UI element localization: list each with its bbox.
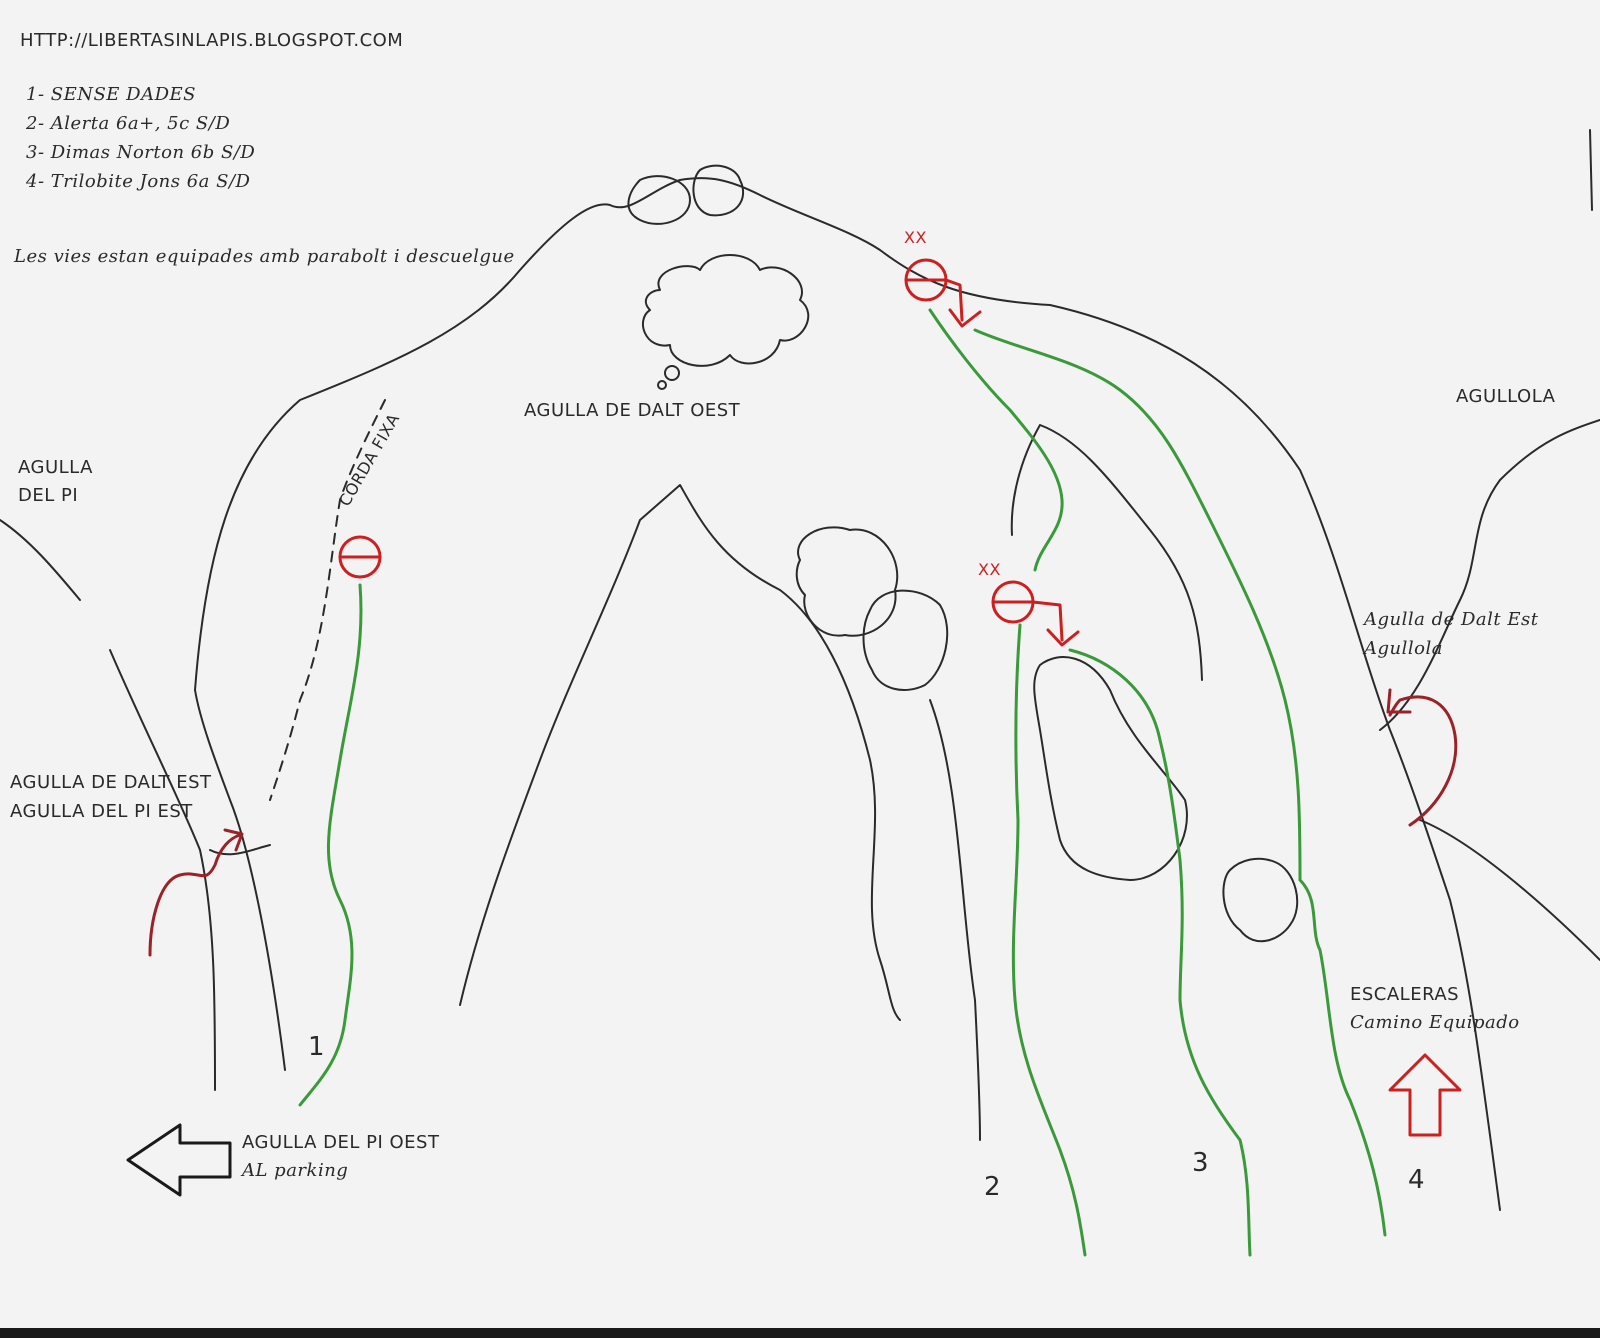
route-2-line [1011,623,1087,1257]
rock-outline-left [194,689,286,1071]
approach-left-arrow-icon [148,828,244,957]
label-al-parking: AL parking [242,1160,349,1181]
route-number-3: 3 [1192,1148,1210,1178]
left-edge-line [109,649,216,1091]
label-dalt-est-1: AGULLA DE DALT EST [10,772,212,793]
scan-border [0,1328,1600,1338]
agulla-del-pi-edge [0,519,81,601]
anchor-route-1-icon [338,535,382,579]
agullola-edge [1379,419,1600,731]
anchor-route-3-icon [904,258,982,328]
cloud-bubble-1 [664,365,680,381]
label-camino-equipado: Camino Equipado [1350,1012,1520,1033]
legend-route-3: 3- Dimas Norton 6b S/D [26,142,256,163]
central-pillar [459,484,901,1021]
route-number-1: 1 [308,1032,326,1062]
label-escaleras: ESCALERAS [1350,984,1460,1005]
bush-top-right [692,164,745,217]
rappel-arrow-top-icon [944,278,982,328]
cloud-bubble-2 [657,380,667,390]
label-agulla-del-pi-1: AGULLA [18,457,93,478]
route-number-2: 2 [984,1172,1002,1202]
bush-mid-2 [862,589,949,691]
small-crack [209,844,271,856]
right-page-edge [1589,129,1593,211]
legend-note: Les vies estan equipades amb parabolt i … [14,246,515,267]
label-right-dalt-est-2: Agullola [1364,638,1443,659]
right-lower-edge [1419,819,1600,961]
anchor-mark-mid: XX [978,560,1001,579]
route-1-line [298,583,363,1107]
label-agulla-del-pi-2: DEL PI [18,485,79,506]
anchor-route-2-icon [991,580,1080,647]
label-right-dalt-est-1: Agulla de Dalt Est [1364,609,1539,630]
bush-top-left [627,175,691,225]
label-pi-oest: AGULLA DEL PI OEST [242,1132,440,1153]
bush-right [1222,857,1299,943]
legend-route-4: 4- Trilobite Jons 6a S/D [26,171,251,192]
anchor-mark-top: XX [904,228,927,247]
legend-route-2: 2- Alerta 6a+, 5c S/D [26,113,231,134]
bush-mid-1 [795,526,899,637]
rappel-arrow-mid-icon [1031,600,1080,647]
rock-outline-main [194,177,1501,1211]
pillar-right-edge [929,699,981,1141]
fixed-rope [269,399,386,801]
legend-route-1: 1- SENSE DADES [26,84,197,105]
route-number-4: 4 [1408,1165,1426,1195]
stairs-arrow-icon [1388,1053,1462,1137]
label-dalt-est-2: AGULLA DEL PI EST [10,801,193,822]
label-agullola: AGULLOLA [1456,386,1556,407]
cloud-bush [641,254,810,367]
boulder [1033,656,1188,881]
parking-arrow-icon [126,1123,232,1197]
source-url: HTTP://LIBERTASINLAPIS.BLOGSPOT.COM [20,30,404,51]
route-3-line [928,308,1064,572]
label-agulla-dalt-oest: AGULLA DE DALT OEST [524,400,741,421]
route-3-right [973,328,1387,1237]
inner-crack [1010,424,1203,681]
approach-right-arrow-icon [1386,688,1458,827]
route-2-upper [1068,648,1252,1257]
